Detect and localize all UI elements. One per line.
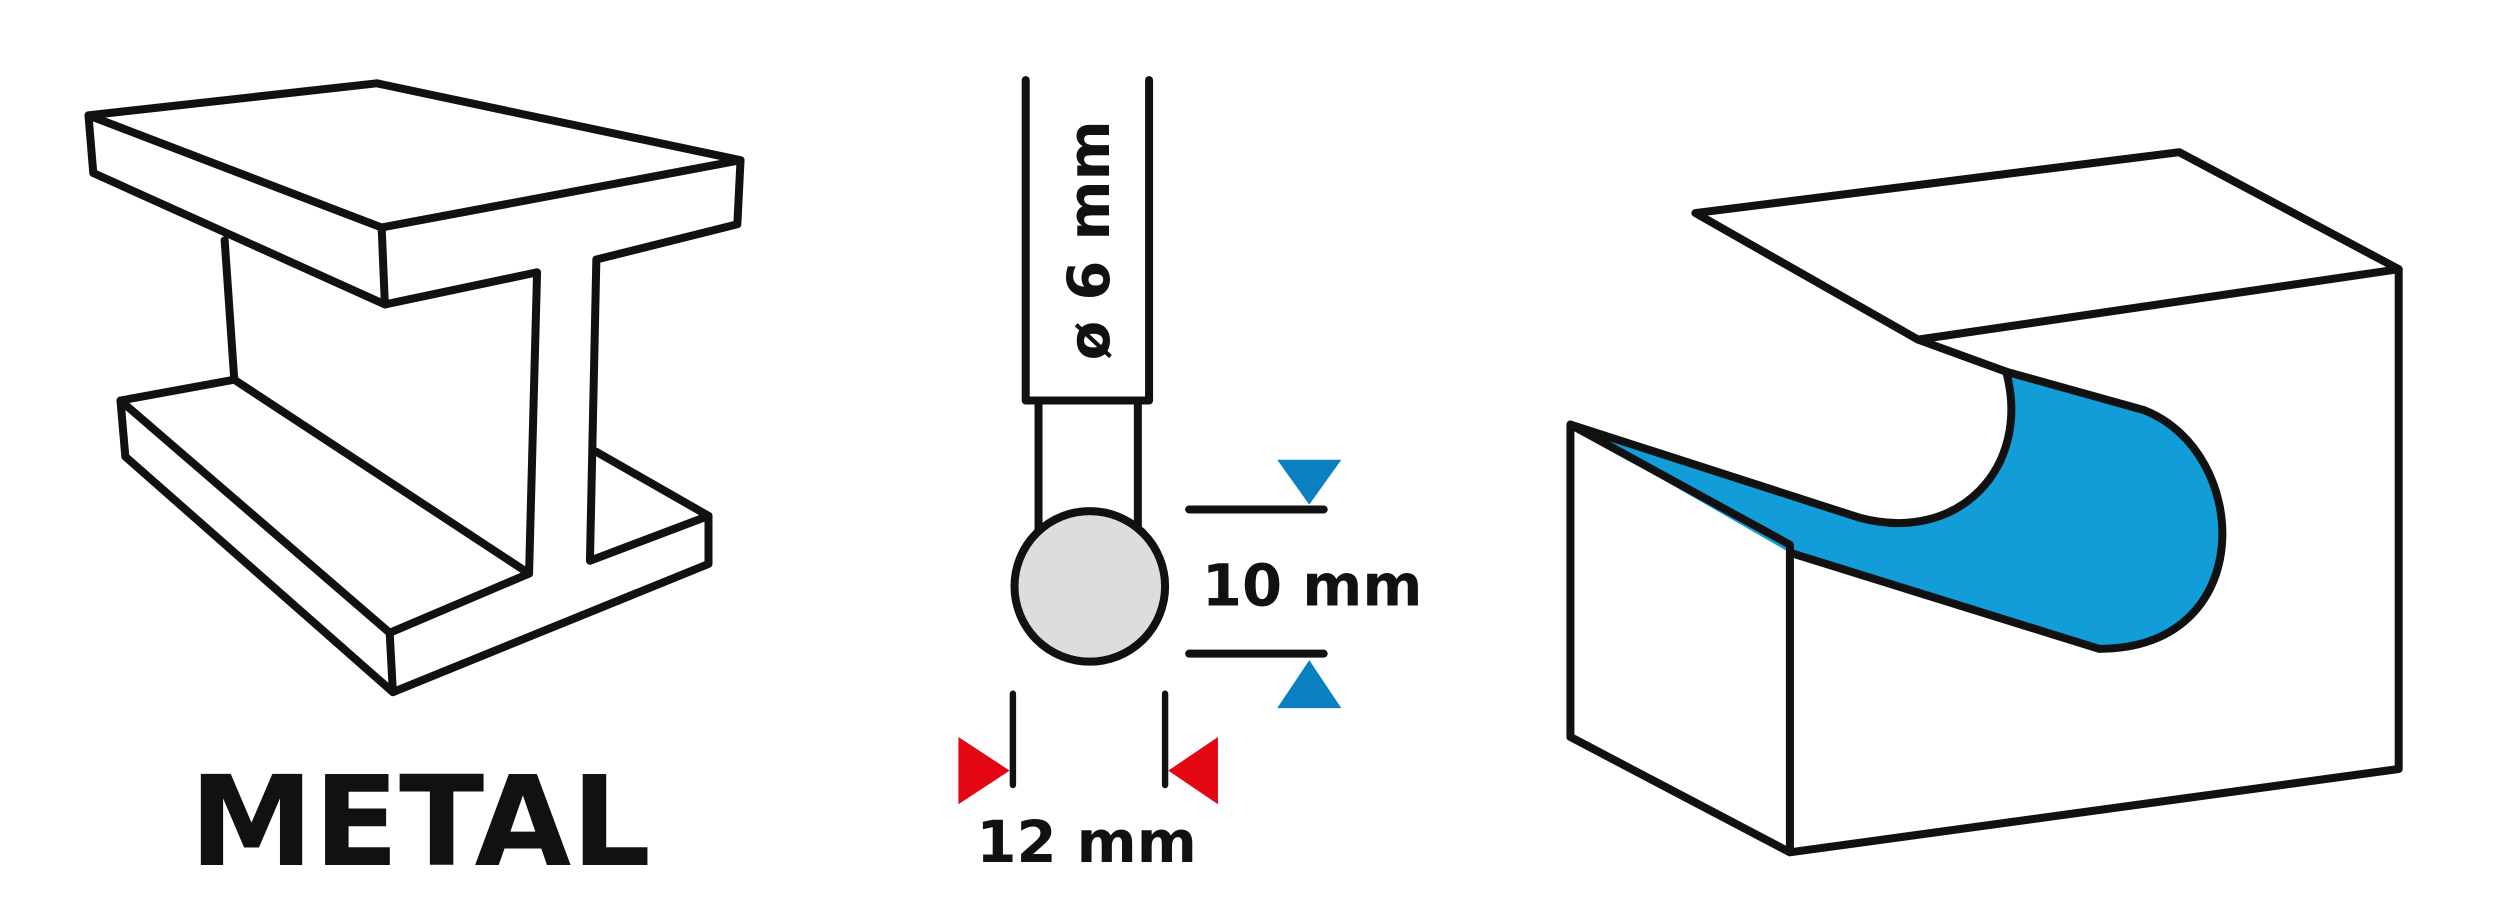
diameter-dimension xyxy=(958,690,1218,805)
arrow-up-icon xyxy=(1277,660,1342,709)
i-beam-icon xyxy=(84,79,745,697)
arrow-right-icon xyxy=(958,736,1010,805)
ball-head xyxy=(1010,507,1170,666)
material-label: METAL xyxy=(189,750,651,895)
grooved-workpiece-icon xyxy=(1566,148,2403,857)
head-diameter-label: 12 mm xyxy=(976,808,1196,876)
arrow-down-icon xyxy=(1277,459,1342,505)
shank-diameter-label: ø 6 mm xyxy=(1055,120,1123,360)
router-bit xyxy=(1010,76,1170,666)
head-height-label: 10 mm xyxy=(1202,552,1422,620)
arrow-left-icon xyxy=(1168,736,1218,805)
height-dimension xyxy=(1185,459,1342,709)
